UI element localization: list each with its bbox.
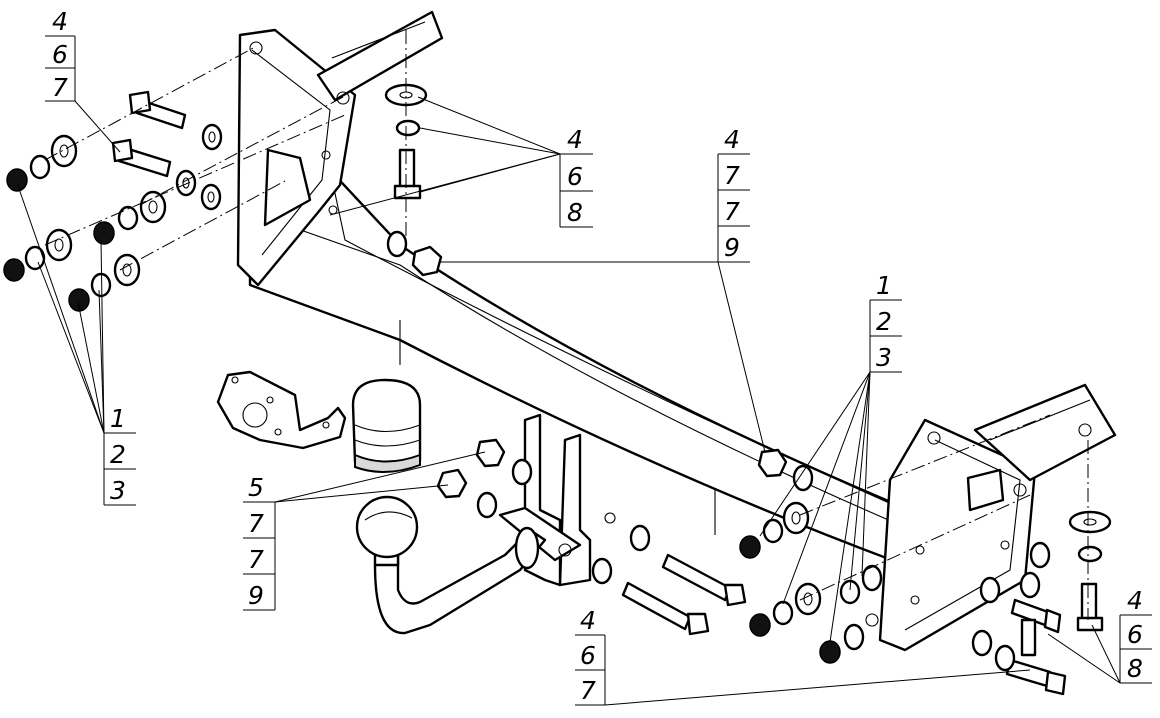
callout-label: 6 <box>1127 620 1143 649</box>
callout-label: 9 <box>248 581 264 610</box>
callout-label: 8 <box>567 198 583 227</box>
callout-label: 2 <box>110 440 126 469</box>
callout-top-left: 4 6 7 <box>45 7 76 102</box>
callout-label: 4 <box>567 125 583 154</box>
callout-label: 7 <box>248 509 264 538</box>
socket-bracket <box>216 370 347 450</box>
cross-beam <box>248 168 907 567</box>
callout-label: 9 <box>724 233 740 262</box>
callout-label: 8 <box>1127 654 1143 683</box>
callout-bottom-bolts: 4 6 7 <box>575 606 606 706</box>
tow-ball <box>355 495 547 635</box>
callout-label: 4 <box>52 7 68 36</box>
callout-label: 5 <box>248 473 264 502</box>
callout-label: 6 <box>52 40 68 69</box>
callout-right-bolt: 4 6 8 <box>1119 586 1152 684</box>
callout-label: 7 <box>724 161 740 190</box>
leader-lines <box>16 96 1121 706</box>
left-side-bracket <box>236 10 444 287</box>
callout-label: 4 <box>724 125 740 154</box>
callout-label: 1 <box>110 404 126 433</box>
callout-label: 3 <box>876 343 892 372</box>
ball-cap <box>351 378 422 474</box>
callout-left-nuts: 1 2 3 <box>103 404 136 506</box>
callout-label: 1 <box>876 271 892 300</box>
callout-label: 2 <box>876 307 892 336</box>
callout-top-bolt: 4 6 8 <box>559 125 593 228</box>
callout-label: 7 <box>580 676 596 705</box>
callout-label: 7 <box>52 73 68 102</box>
callout-label: 3 <box>110 476 126 505</box>
callout-label: 6 <box>580 641 596 670</box>
callout-right-nuts: 1 2 3 <box>869 271 902 373</box>
callout-label: 4 <box>580 606 596 635</box>
callout-ball: 5 7 7 9 <box>243 473 276 611</box>
callout-label: 7 <box>248 545 264 574</box>
callout-mid-nut: 4 7 7 9 <box>717 125 750 263</box>
callout-label: 7 <box>724 197 740 226</box>
callout-label: 6 <box>567 162 583 191</box>
hardware-washers-nuts <box>3 83 1112 672</box>
hardware-bolts <box>111 90 1104 696</box>
callout-label: 4 <box>1127 586 1143 615</box>
